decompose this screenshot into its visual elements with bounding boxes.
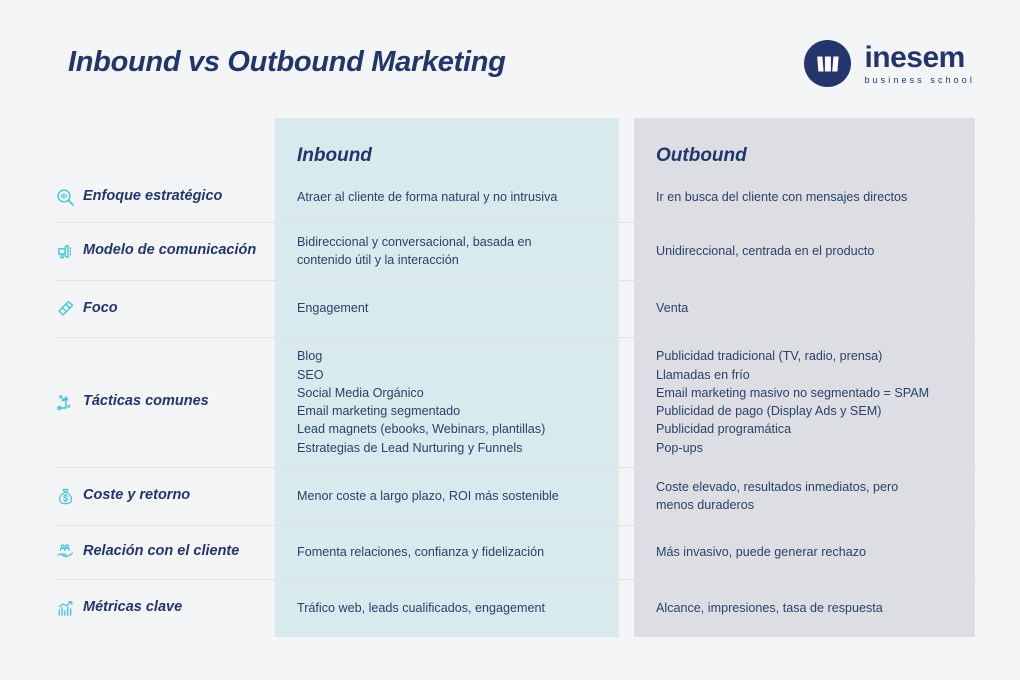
cell-text-line: Atraer al cliente de forma natural y no … xyxy=(297,189,558,204)
table-row: Enfoque estratégico Atraer al cliente de… xyxy=(0,172,1020,222)
row-label-metricas-clave: Métricas clave xyxy=(0,579,275,637)
cell-outbound: Ir en busca del cliente con mensajes dir… xyxy=(634,172,975,222)
row-label-text: Tácticas comunes xyxy=(83,393,209,410)
cell-outbound: Coste elevado, resultados inmediatos, pe… xyxy=(634,467,975,525)
table-row: Foco Engagement Venta xyxy=(0,280,1020,337)
bar-chart-trend-icon xyxy=(55,598,76,619)
hand-people-icon xyxy=(55,542,76,563)
row-separator xyxy=(55,337,975,338)
row-label-enfoque-estrategico: Enfoque estratégico xyxy=(0,172,275,222)
column-gap xyxy=(619,222,634,280)
row-label-text: Modelo de comunicación xyxy=(83,242,257,259)
table-row: Tácticas comunes Blog SEO Social Media O… xyxy=(0,337,1020,467)
cell-text-line: menos duraderos xyxy=(656,498,755,512)
cell-text-line: Llamadas en frío xyxy=(656,367,750,382)
row-label-tacticas-comunes: Tácticas comunes xyxy=(0,337,275,467)
brand-logo: inesem business school xyxy=(804,40,975,87)
table-row: Coste y retorno Menor coste a largo plaz… xyxy=(0,467,1020,525)
column-gap xyxy=(619,579,634,637)
row-label-text: Relación con el cliente xyxy=(83,543,240,560)
cell-inbound: Engagement xyxy=(275,280,619,337)
cell-text-line: Alcance, impresiones, tasa de respuesta xyxy=(656,600,883,615)
cell-text-line: Menor coste a largo plazo, ROI más soste… xyxy=(297,488,559,503)
row-label-text: Enfoque estratégico xyxy=(83,188,223,205)
cell-inbound: Bidireccional y conversacional, basada e… xyxy=(275,222,619,280)
row-separator xyxy=(55,579,975,580)
column-gap xyxy=(619,280,634,337)
row-label-text: Coste y retorno xyxy=(83,487,191,504)
brand-wordmark: inesem business school xyxy=(864,40,975,85)
cell-text-line: Ir en busca del cliente con mensajes dir… xyxy=(656,189,908,204)
cell-text-line: Lead magnets (ebooks, Webinars, plantill… xyxy=(297,422,546,437)
cell-text-line: Publicidad tradicional (TV, radio, prens… xyxy=(656,349,883,364)
cell-text-line: Publicidad de pago (Display Ads y SEM) xyxy=(656,404,882,418)
cell-text-line: Más invasivo, puede generar rechazo xyxy=(656,544,867,559)
column-header-inbound: Inbound xyxy=(275,118,619,172)
table-row: Modelo de comunicación Bidireccional y c… xyxy=(0,222,1020,280)
cell-inbound: Fomenta relaciones, confianza y fideliza… xyxy=(275,525,619,579)
cell-outbound: Más invasivo, puede generar rechazo xyxy=(634,525,975,579)
magnifier-analysis-icon xyxy=(55,187,76,208)
row-label-foco: Foco xyxy=(0,280,275,337)
column-header-outbound: Outbound xyxy=(634,118,975,172)
cell-outbound: Venta xyxy=(634,280,975,337)
cell-text-line: Unidireccional, centrada en el producto xyxy=(656,243,875,258)
column-gap xyxy=(619,337,634,467)
column-gap xyxy=(619,467,634,525)
cell-inbound: Atraer al cliente de forma natural y no … xyxy=(275,172,619,222)
cell-text-line: Estrategias de Lead Nurturing y Funnels xyxy=(297,440,523,455)
cell-text-line: SEO xyxy=(297,367,324,382)
table-row: Métricas clave Tráfico web, leads cualif… xyxy=(0,579,1020,637)
row-label-text: Foco xyxy=(83,299,118,316)
cell-text-line: Coste elevado, resultados inmediatos, pe… xyxy=(656,479,899,494)
cell-outbound: Publicidad tradicional (TV, radio, prens… xyxy=(634,337,975,467)
cell-text-line: Publicidad programática xyxy=(656,422,792,437)
cell-text-line: Engagement xyxy=(297,301,369,316)
row-label-relacion-con-el-cliente: Relación con el cliente xyxy=(0,525,275,579)
comparison-table: Inbound Outbound Enfoque estratégico Atr… xyxy=(0,118,1020,637)
money-bag-icon xyxy=(55,486,76,507)
cell-text-line: Social Media Orgánico xyxy=(297,385,424,400)
page-header: Inbound vs Outbound Marketing inesem bus… xyxy=(0,0,1020,118)
flashlight-icon xyxy=(55,298,76,319)
row-separator xyxy=(55,467,975,468)
page-title: Inbound vs Outbound Marketing xyxy=(68,46,506,78)
inesem-monogram-icon xyxy=(804,40,852,87)
cell-outbound: Alcance, impresiones, tasa de respuesta xyxy=(634,579,975,637)
row-separator xyxy=(55,525,975,526)
cell-text-line: Pop-ups xyxy=(656,440,703,455)
cell-text-line: Email marketing masivo no segmentado = S… xyxy=(656,385,930,400)
table-row: Relación con el cliente Fomenta relacion… xyxy=(0,525,1020,579)
cell-text-line: Blog xyxy=(297,349,323,364)
row-label-coste-y-retorno: Coste y retorno xyxy=(0,467,275,525)
cell-outbound: Unidireccional, centrada en el producto xyxy=(634,222,975,280)
column-gap xyxy=(619,118,634,172)
megaphone-icon xyxy=(55,241,76,262)
row-separator xyxy=(55,222,975,223)
header-row-label-spacer xyxy=(0,118,275,172)
cell-inbound: Menor coste a largo plazo, ROI más soste… xyxy=(275,467,619,525)
column-gap xyxy=(619,525,634,579)
table-header-row: Inbound Outbound xyxy=(0,118,1020,172)
row-separator xyxy=(55,280,975,281)
cell-text-line: contenido útil y la interacción xyxy=(297,253,459,267)
cell-text-line: Fomenta relaciones, confianza y fideliza… xyxy=(297,544,545,559)
cell-text-line: Venta xyxy=(656,301,689,316)
row-label-modelo-de-comunicacion: Modelo de comunicación xyxy=(0,222,275,280)
strategy-path-icon xyxy=(55,392,76,413)
cell-inbound: Tráfico web, leads cualificados, engagem… xyxy=(275,579,619,637)
column-heading-text: Outbound xyxy=(656,145,747,166)
cell-text-line: Bidireccional y conversacional, basada e… xyxy=(297,234,532,249)
brand-name: inesem xyxy=(864,40,965,74)
column-gap xyxy=(619,172,634,222)
cell-text-line: Email marketing segmentado xyxy=(297,404,461,418)
cell-text-line: Tráfico web, leads cualificados, engagem… xyxy=(297,600,546,615)
cell-inbound: Blog SEO Social Media Orgánico Email mar… xyxy=(275,337,619,467)
column-heading-text: Inbound xyxy=(297,145,372,166)
row-label-text: Métricas clave xyxy=(83,599,183,616)
brand-tagline: business school xyxy=(864,74,975,85)
